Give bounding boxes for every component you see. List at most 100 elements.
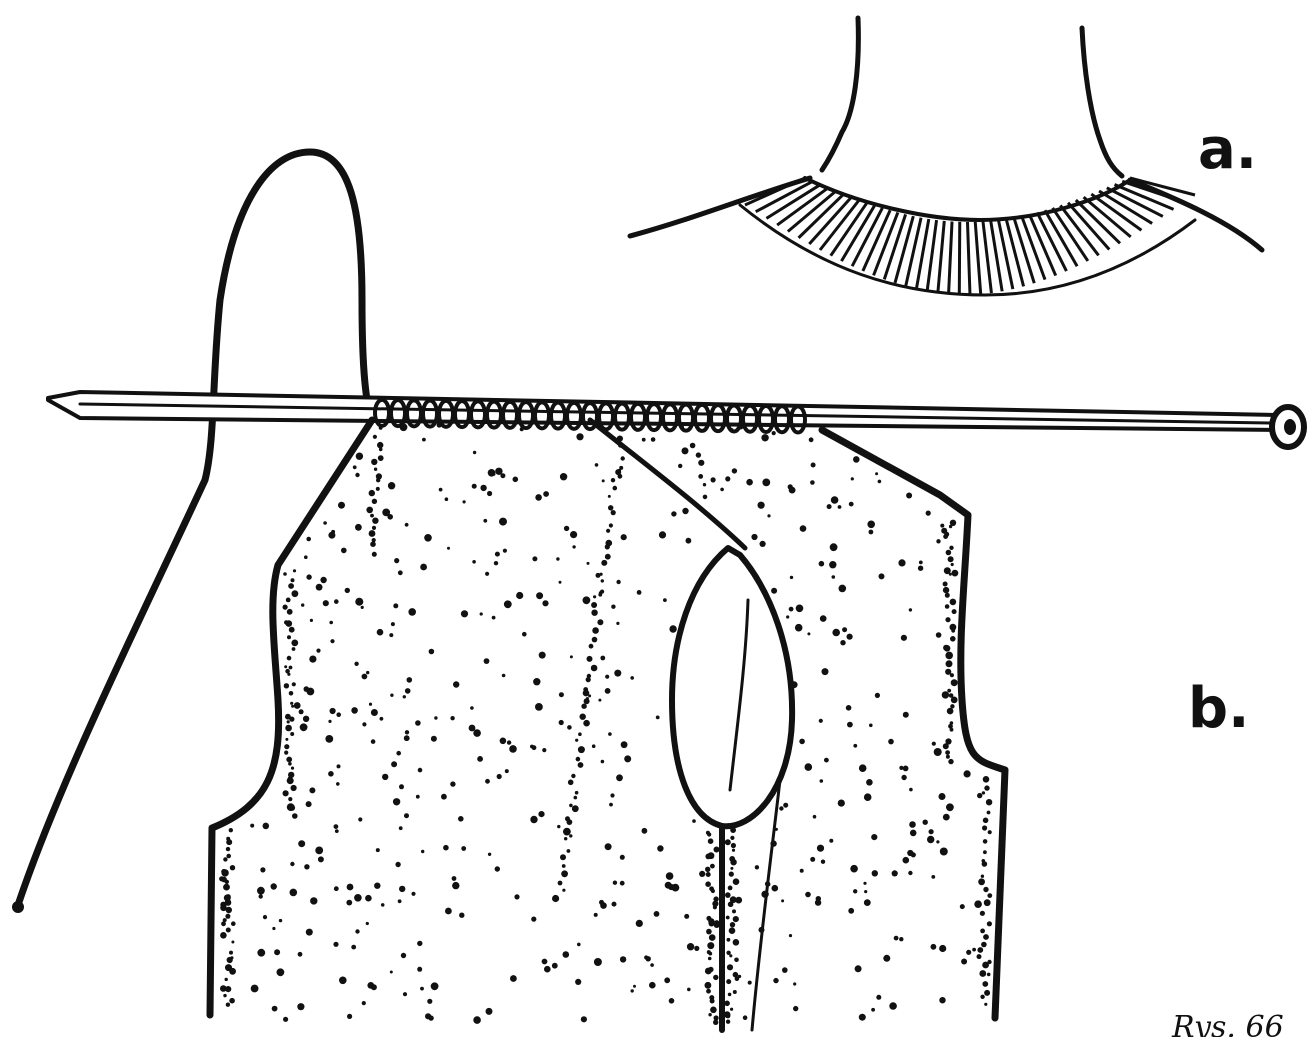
stipple-dot [492,616,496,620]
stipple-dot [306,537,311,542]
stipple-dot [477,756,483,762]
edge-dot [726,979,731,984]
stipple-dot [304,555,308,559]
edge-dot [945,750,950,755]
edge-dot [605,544,610,549]
stipple-dot [847,722,853,728]
stipple-dot [335,829,339,833]
edge-dot [730,859,736,865]
stipple-dot [621,741,628,748]
stipple-dot [405,730,409,734]
edge-dot [564,837,567,840]
stipple-dot [316,584,323,591]
stipple-dot [694,946,699,951]
stipple-dot [522,632,527,637]
stipple-dot [572,545,575,548]
stipple-dot [303,716,309,722]
stipple-dot [725,476,730,481]
stipple-dot [543,491,549,497]
stipple-dot [325,735,333,743]
stipple-dot [443,845,449,851]
stipple-dot [330,639,334,643]
stipple-dot [251,985,259,993]
edge-dot [231,941,234,944]
stipple-dot [664,977,670,983]
stipple-dot [657,845,663,851]
edge-dot [708,1013,711,1016]
stipple-dot [863,882,866,885]
stipple-dot [649,982,656,989]
stipple-dot [323,600,329,606]
edge-dot [728,902,734,908]
stipple-dot [820,615,827,622]
stipple-dot [686,538,692,544]
stipple-dot [345,588,350,593]
stipple-dot [277,968,285,976]
edge-dot [724,1001,730,1007]
edge-dot [619,466,623,470]
stipple-dot [761,891,768,898]
edge-dot [289,691,294,696]
stipple-dot [557,825,560,828]
collar-rib [927,220,936,291]
stipple-dot [387,514,393,520]
stipple-dot [336,712,341,717]
stipple-dot [404,813,409,818]
stipple-dot [530,745,534,749]
stipple-dot [486,1008,493,1015]
stipple-dot [819,561,825,567]
stipple-dot [400,423,408,431]
edge-dot [978,878,985,885]
edge-dot [369,490,375,496]
stipple-dot [644,955,648,959]
stipple-dot [822,668,829,675]
stipple-dot [842,627,847,632]
stipple-dot [429,649,435,655]
stipple-dot [351,945,356,950]
stipple-dot [485,572,489,576]
stipple-dot [552,963,558,969]
yarn-strand [18,152,368,905]
collar-rib [895,216,913,283]
edge-dot [730,922,735,927]
stipple-dot [495,552,500,557]
stipple-dot [781,899,784,902]
stipple-dot [656,716,660,720]
stipple-dot [417,941,422,946]
stipple-dot [309,787,315,793]
edge-dot [977,947,983,953]
stipple-dot [229,998,235,1004]
stipple-dot [789,934,792,937]
stipple-dot [480,485,486,491]
stipple-dot [483,519,487,523]
stipple-dot [318,856,324,862]
stipple-dot [337,764,341,768]
stipple-dot [746,479,753,486]
stipple-dot [771,588,777,594]
stipple-dot [703,483,706,486]
edge-dot [379,448,383,452]
stipple-dot [840,640,845,645]
stipple-dot [731,428,734,431]
stipple-dot [300,723,308,731]
edge-dot [226,854,231,859]
stipple-dot [817,845,824,852]
stipple-dot [351,707,358,714]
edge-dot [705,881,711,887]
stipple-dot [779,806,783,810]
stipple-dot [609,803,613,807]
stipple-dot [257,887,265,895]
stipple-dot [732,468,737,473]
stipple-dot [624,755,631,762]
stipple-dot [899,766,903,770]
stipple-dot [698,474,703,479]
stipple-dot [743,1015,748,1020]
stipple-dot [659,531,666,538]
edge-dot [291,767,294,770]
edge-dot [288,583,294,589]
edge-dot [290,702,293,705]
stipple-dot [669,625,676,632]
edge-dot [221,921,226,926]
stipple-dot [977,793,982,798]
